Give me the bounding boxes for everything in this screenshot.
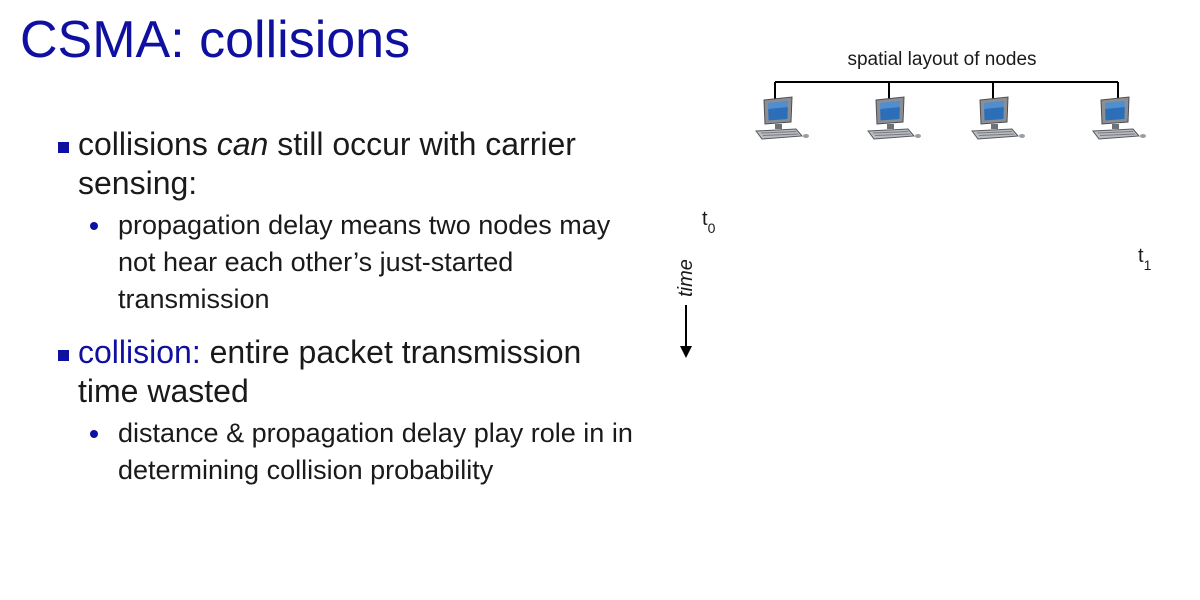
- time-axis-label: time: [675, 259, 697, 297]
- t0-label: t0: [702, 208, 716, 236]
- square-bullet-icon: [58, 350, 69, 361]
- computer-node-icon: [755, 96, 810, 140]
- sub-bullet-propagation-delay: propagation delay means two nodes may no…: [56, 207, 636, 318]
- slide-title: CSMA: collisions: [20, 11, 411, 69]
- spacetime-diagram: spatial layout of nodes t0 t1 time: [640, 30, 1180, 450]
- round-bullet-icon: [90, 430, 98, 438]
- sub-bullet-distance: distance & propagation delay play role i…: [56, 415, 636, 489]
- bullet-text-post: still occur with carrier sensing:: [78, 126, 576, 201]
- time-arrow-head-icon: [680, 346, 692, 358]
- t0-subscript: 0: [708, 220, 716, 236]
- bullet-collision: collision: entire packet transmission ti…: [56, 333, 636, 411]
- t1-label: t1: [1138, 245, 1152, 273]
- t0-main: t: [702, 208, 708, 230]
- spatial-layout-label: spatial layout of nodes: [847, 49, 1036, 70]
- sub-bullet-text: distance & propagation delay play role i…: [118, 418, 633, 485]
- sub-bullet-text: propagation delay means two nodes may no…: [118, 210, 611, 314]
- computer-node-icon: [867, 96, 922, 140]
- bullet-text-emphasis: can: [216, 126, 269, 162]
- round-bullet-icon: [90, 222, 98, 230]
- bullet-text-rest: entire packet transmission time wasted: [78, 334, 582, 409]
- diagram-canvas: spatial layout of nodes t0 t1 time: [675, 49, 1152, 358]
- bullet-list: collisions can still occur with carrier …: [56, 125, 636, 489]
- computer-node-icon: [971, 96, 1026, 140]
- t1-subscript: 1: [1144, 257, 1152, 273]
- bullet-text-pre: collisions: [78, 126, 217, 162]
- t1-main: t: [1138, 245, 1144, 267]
- square-bullet-icon: [58, 142, 69, 153]
- collision-keyword: collision:: [78, 334, 201, 370]
- bullet-carrier-sensing: collisions can still occur with carrier …: [56, 125, 636, 203]
- computer-node-icon: [1092, 96, 1147, 140]
